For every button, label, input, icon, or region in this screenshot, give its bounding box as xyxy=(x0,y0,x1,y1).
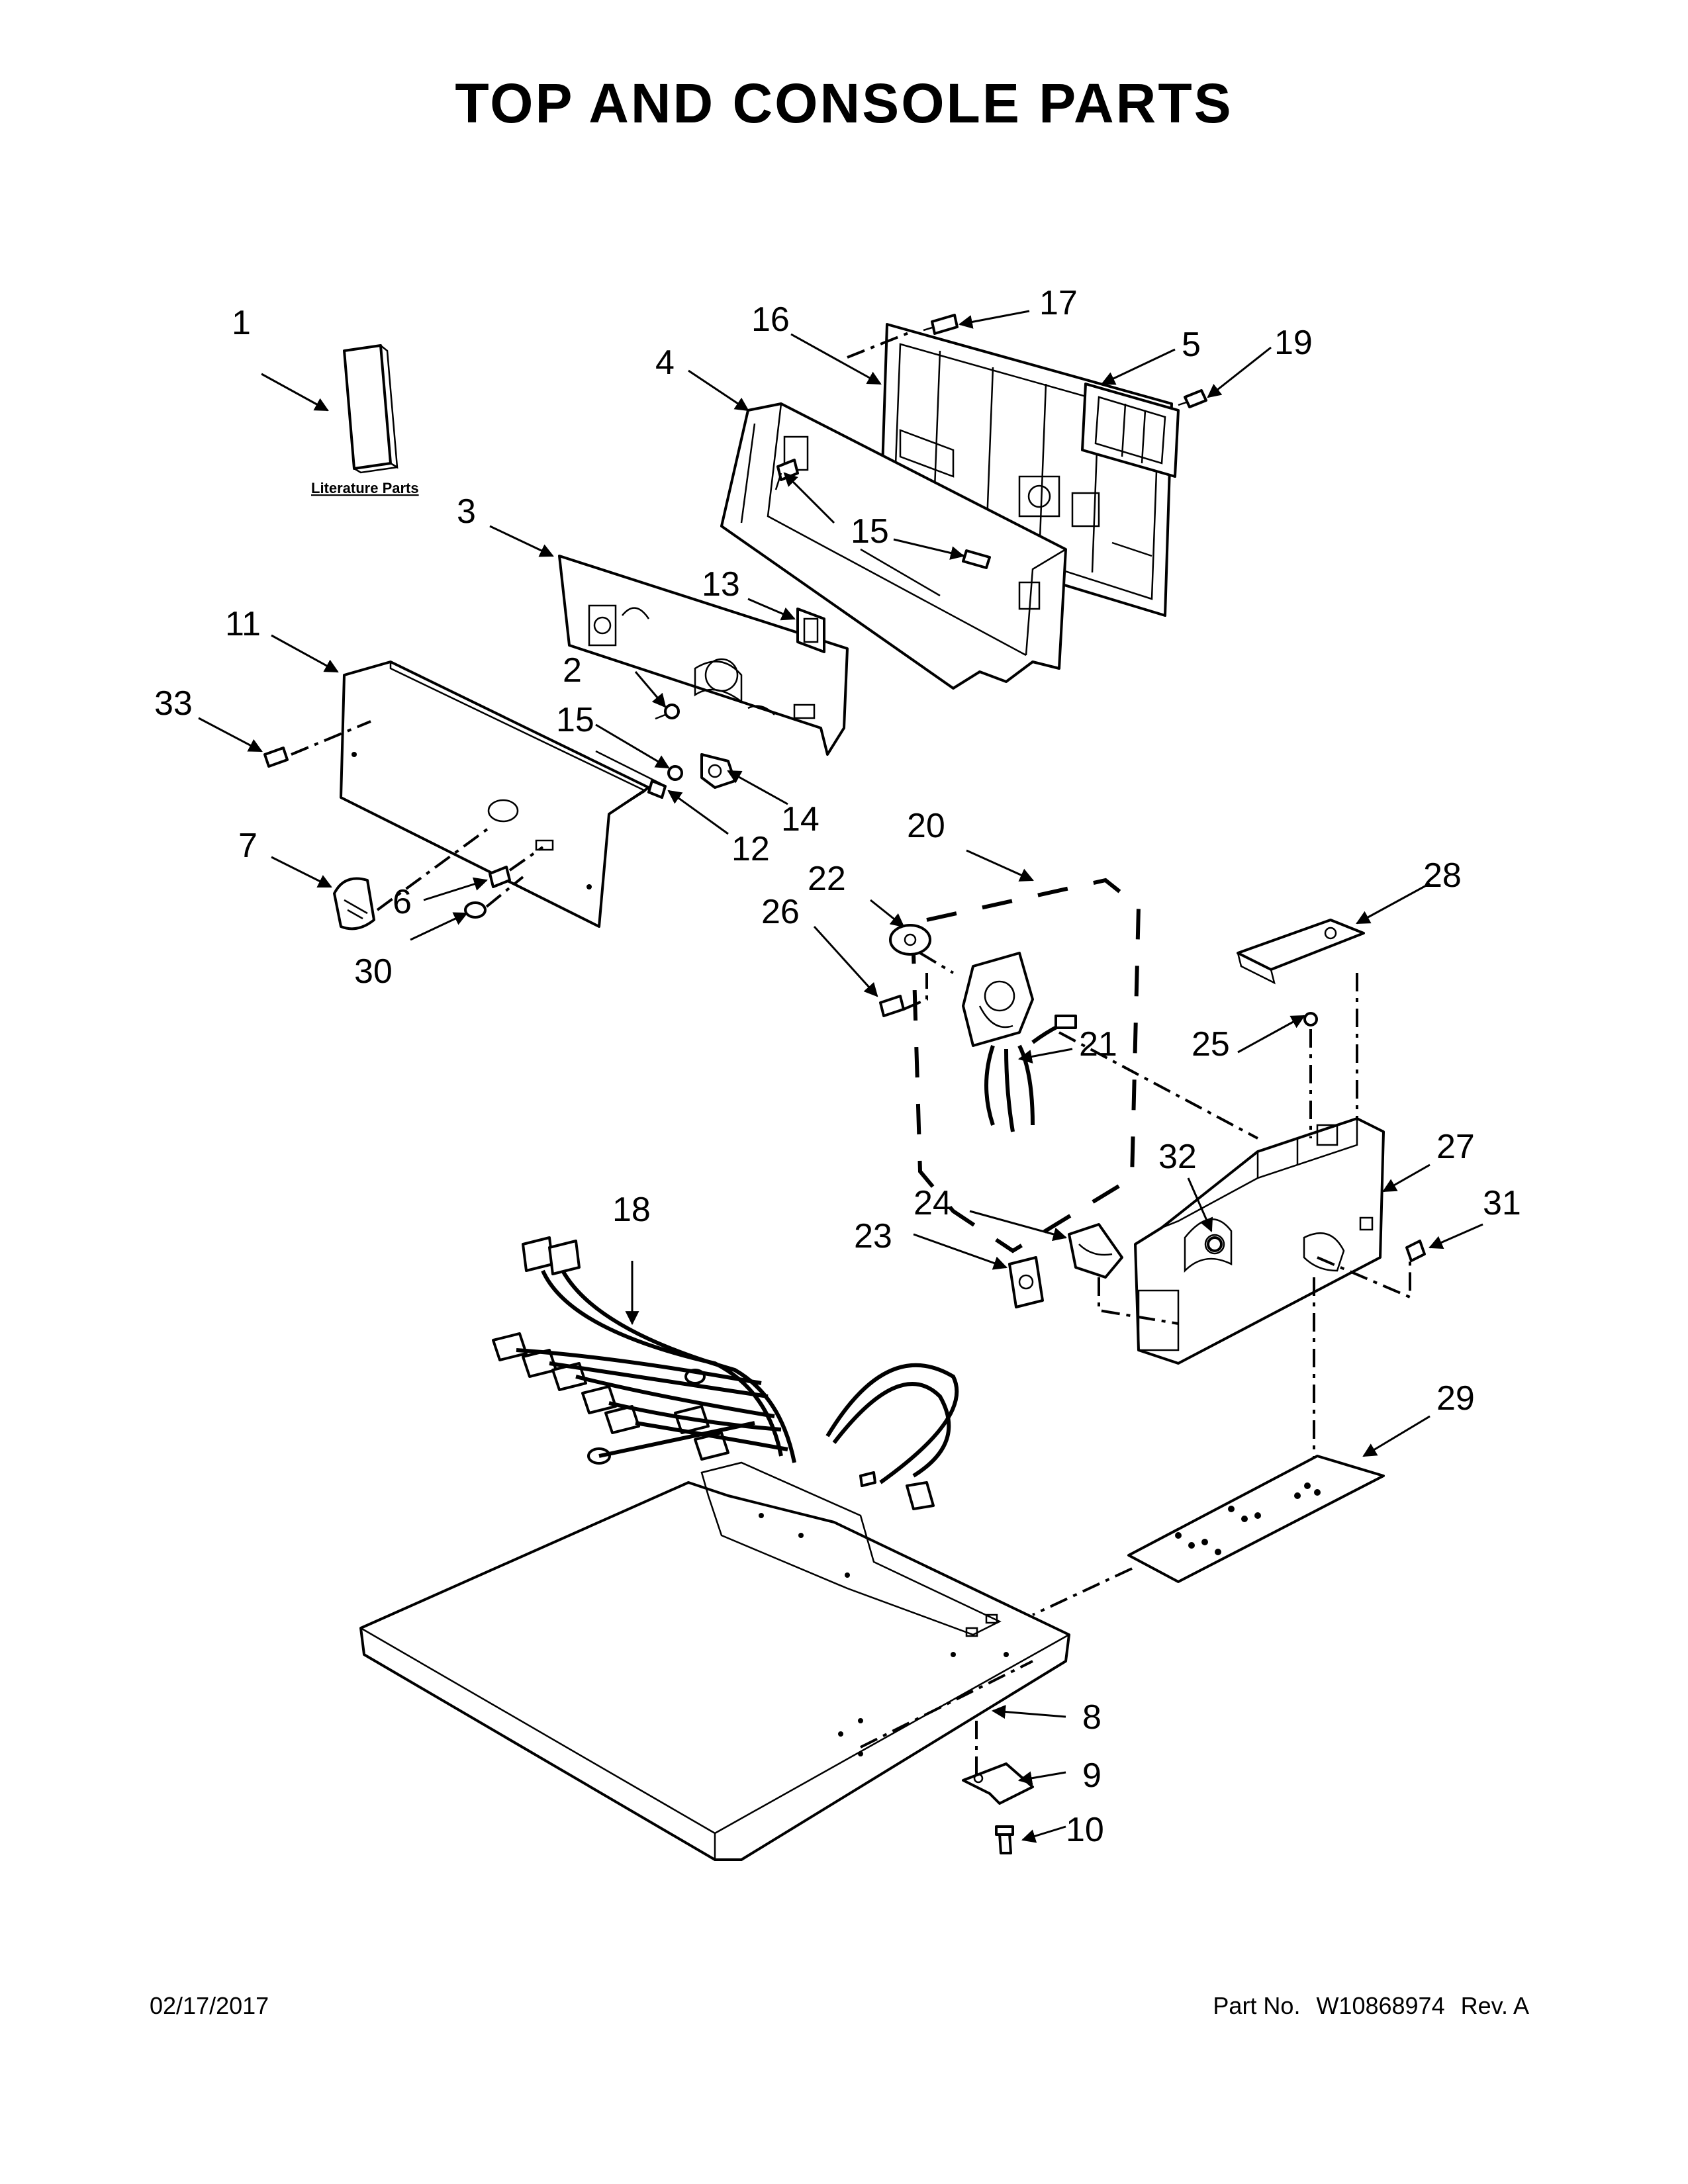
screw-19 xyxy=(1178,389,1207,408)
callout-28: 28 xyxy=(1423,856,1462,895)
page-title: TOP AND CONSOLE PARTS xyxy=(455,72,1233,134)
revision: Rev. A xyxy=(1460,1992,1529,2019)
cover-28 xyxy=(1237,919,1365,985)
callout-1: 1 xyxy=(232,304,251,342)
part-no-label: Part No. xyxy=(1213,1992,1301,2019)
console-panel xyxy=(558,555,849,756)
timer-assembly xyxy=(962,952,1034,1047)
literature-booklet xyxy=(343,344,399,474)
callout-17: 17 xyxy=(1039,284,1078,322)
plate-29 xyxy=(1127,1455,1385,1583)
callout-33: 33 xyxy=(154,684,193,723)
callout-20: 20 xyxy=(907,807,945,845)
timer-22 xyxy=(889,924,931,956)
footer-part-number: Part No. W10868974 Rev. A xyxy=(1197,1992,1529,2020)
callout-29: 29 xyxy=(1436,1379,1475,1418)
callout-27: 27 xyxy=(1436,1128,1475,1166)
callout-14: 14 xyxy=(781,800,820,839)
nut-25 xyxy=(1303,1012,1318,1026)
bracket-14 xyxy=(700,753,736,789)
screw-17 xyxy=(923,314,959,335)
callout-26: 26 xyxy=(761,893,800,931)
screw-10 xyxy=(995,1825,1014,1854)
spring-6 xyxy=(489,866,511,888)
console-bracket xyxy=(1081,383,1180,478)
callout-30: 30 xyxy=(354,952,393,991)
bracket-24 xyxy=(1068,1223,1123,1279)
screw-15-lower xyxy=(667,765,683,781)
callout-4: 4 xyxy=(655,343,675,382)
callout-10: 10 xyxy=(1066,1811,1104,1849)
screw-33 xyxy=(263,747,289,768)
footer-date: 02/17/2017 xyxy=(150,1992,269,2019)
callout-5: 5 xyxy=(1182,326,1201,364)
literature-parts-label: Literature Parts xyxy=(311,480,419,496)
bracket-9 xyxy=(962,1762,1034,1805)
callout-12: 12 xyxy=(731,830,770,868)
knob-7 xyxy=(333,877,375,931)
housing-27 xyxy=(1134,1117,1385,1365)
screw-26 xyxy=(879,995,905,1017)
control-panel xyxy=(340,660,650,928)
callout-15-lower: 15 xyxy=(556,701,594,739)
part-no-value: W10868974 xyxy=(1316,1992,1445,2019)
ring-30 xyxy=(464,901,487,919)
callout-7: 7 xyxy=(238,827,258,865)
callout-13: 13 xyxy=(702,565,740,604)
screw-31 xyxy=(1405,1240,1426,1262)
callout-21: 21 xyxy=(1079,1025,1117,1064)
callout-16: 16 xyxy=(751,300,790,339)
console-frame xyxy=(720,402,1067,690)
callout-31: 31 xyxy=(1483,1184,1521,1222)
callout-8: 8 xyxy=(1082,1698,1102,1737)
callout-22: 22 xyxy=(808,860,846,898)
callout-6: 6 xyxy=(393,883,412,921)
wire-12 xyxy=(595,750,667,799)
wire-harness-18 xyxy=(492,1236,959,1510)
callout-19: 19 xyxy=(1274,324,1313,362)
callout-9: 9 xyxy=(1082,1756,1102,1795)
callout-18: 18 xyxy=(612,1191,651,1229)
screw-2 xyxy=(655,704,680,720)
callout-25: 25 xyxy=(1192,1025,1230,1064)
leader-lines xyxy=(198,310,1483,1843)
callout-15-upper: 15 xyxy=(851,512,889,551)
screw-32 xyxy=(1207,1236,1223,1252)
callout-24: 24 xyxy=(914,1184,952,1222)
callout-2: 2 xyxy=(563,651,582,690)
callout-numbers: 1 2 3 4 5 6 7 8 9 10 11 12 13 14 15 15 1… xyxy=(154,284,1521,1849)
switch xyxy=(796,608,825,653)
callout-32: 32 xyxy=(1158,1138,1197,1176)
dryer-top xyxy=(359,1461,1070,1861)
callout-11: 11 xyxy=(225,605,261,643)
callout-3: 3 xyxy=(457,492,476,531)
gasket-23 xyxy=(1008,1256,1044,1308)
callout-23: 23 xyxy=(854,1217,892,1255)
